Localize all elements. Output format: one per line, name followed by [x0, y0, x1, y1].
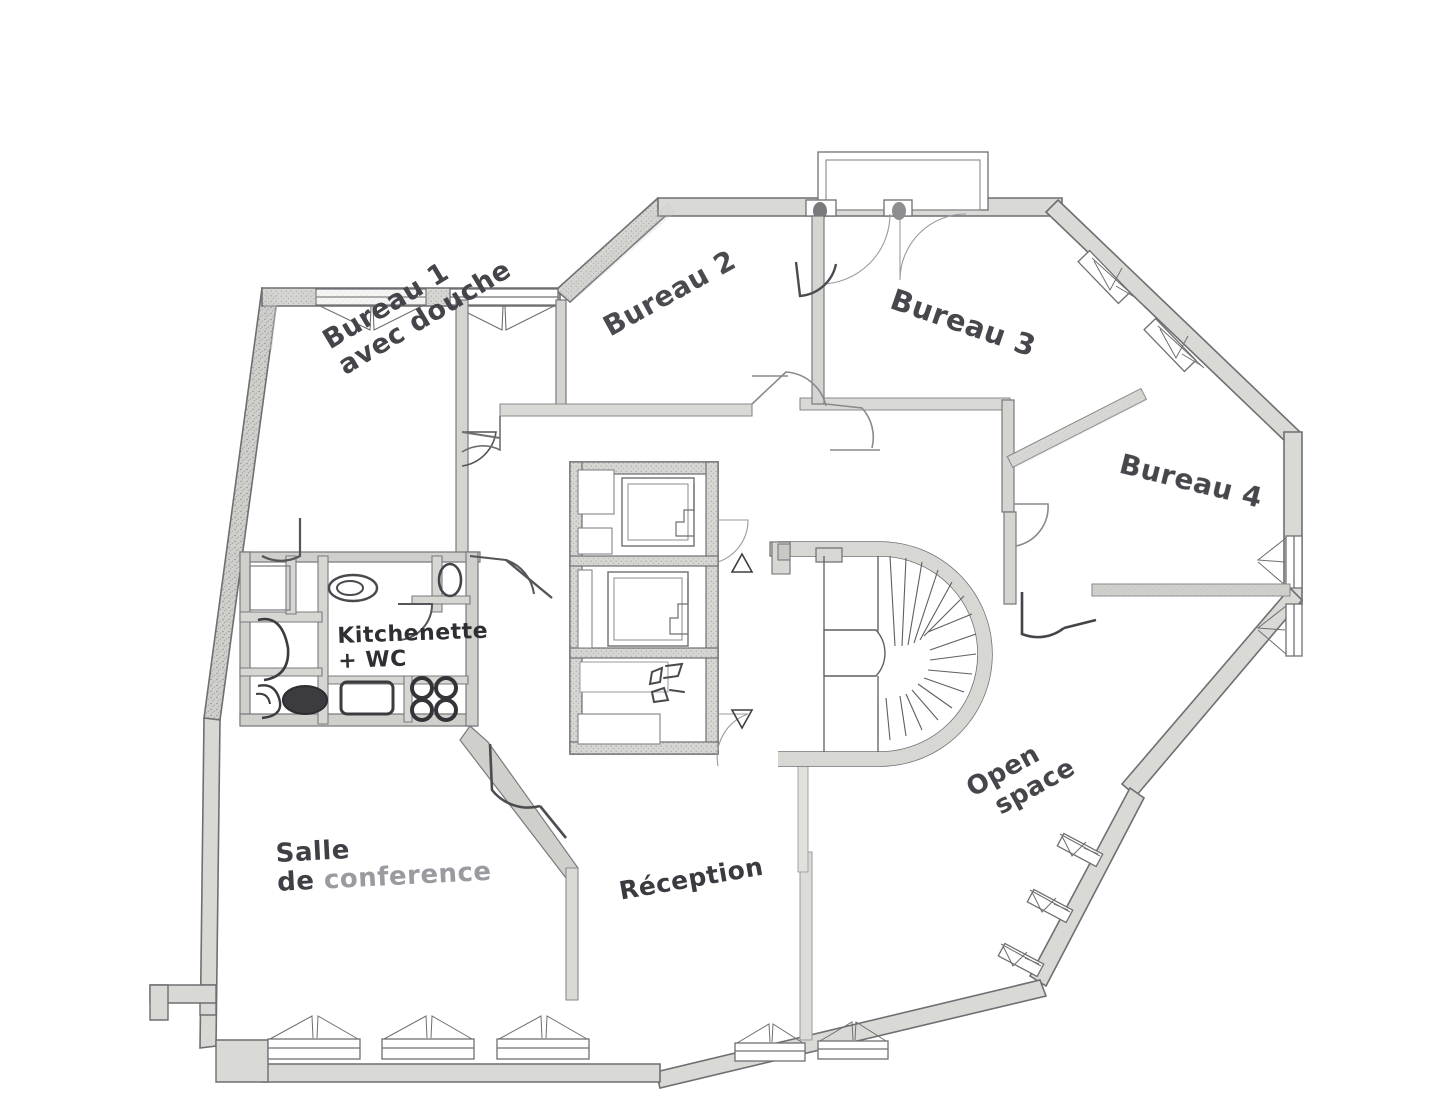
- windows-group: [267, 151, 1303, 1062]
- window: [734, 1023, 806, 1062]
- elevator-up-indicator: [730, 552, 754, 573]
- window: [1256, 535, 1303, 589]
- window: [267, 1015, 361, 1060]
- doors-group: [261, 261, 1097, 839]
- elevator-upper: [621, 477, 695, 547]
- scan-texture: [259, 202, 1288, 596]
- window: [1056, 832, 1104, 868]
- staircase: [769, 541, 993, 767]
- window: [997, 942, 1045, 978]
- elevator-lower: [607, 571, 689, 647]
- window: [449, 288, 559, 331]
- toilet-upper: [327, 573, 379, 603]
- wash-basin: [437, 562, 463, 598]
- stove-burners: [410, 676, 458, 722]
- window: [1026, 888, 1074, 924]
- shower-tray: [249, 565, 291, 720]
- entrance-doors: [805, 151, 989, 285]
- toilet-lower: [282, 685, 328, 715]
- kitchen-sink: [339, 680, 395, 716]
- window: [817, 1021, 889, 1060]
- window: [381, 1015, 475, 1060]
- window: [1256, 603, 1303, 657]
- window: [1077, 249, 1139, 305]
- room-label-kitchenette-wc: Kitchenette+ WC: [336, 618, 489, 674]
- elevator-down-indicator: [730, 709, 754, 730]
- window: [496, 1015, 590, 1060]
- plumbing-fixtures: [249, 562, 463, 722]
- window: [1143, 317, 1205, 373]
- elevator-core: [569, 461, 754, 767]
